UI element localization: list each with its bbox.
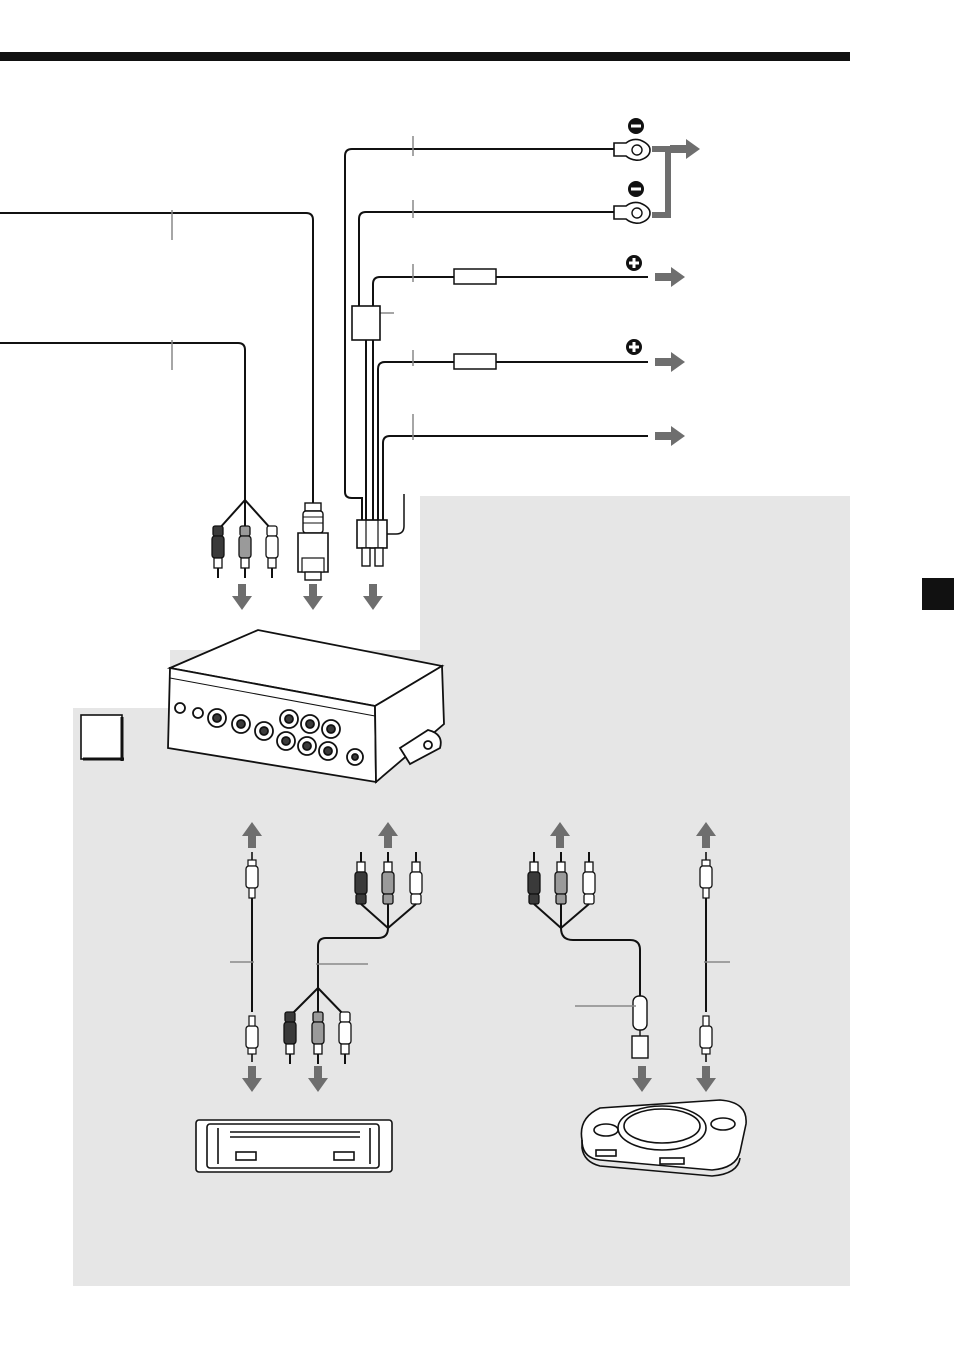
power-connector [356, 519, 388, 567]
fuse-icon [453, 353, 497, 370]
ground-bracket [652, 146, 671, 218]
game-console [580, 1099, 747, 1177]
arrow-icon [655, 352, 685, 372]
ring-terminal-icon [613, 201, 651, 224]
arrow-icon [303, 584, 323, 610]
ring-terminal-icon [613, 138, 651, 161]
input-cables [0, 212, 314, 531]
console-av-cable [533, 903, 641, 996]
arrow-icon [670, 139, 700, 159]
din-plug-icon [297, 502, 329, 581]
plus-symbol-icon [626, 255, 642, 271]
console-av-connector [631, 995, 649, 1059]
power-lead-1 [372, 276, 648, 306]
power-lead-2 [377, 361, 648, 520]
arrow-icon [363, 584, 383, 610]
callout-box [80, 714, 124, 761]
shaded-panel [73, 496, 850, 1286]
rca-plug-icon [211, 525, 225, 579]
section-tab-marker [922, 578, 954, 610]
header-rule [0, 52, 850, 61]
distribution-box [166, 629, 445, 784]
leader-ticks [380, 136, 414, 440]
fuse-icon [453, 268, 497, 285]
plus-symbol-icon [626, 339, 642, 355]
rca-plug-icon [238, 525, 252, 579]
arrow-icon [655, 426, 685, 446]
leader-lines [230, 961, 368, 965]
arrow-icon [232, 584, 252, 610]
rca-splitter-cable [289, 903, 417, 1017]
rca-plug-icon [265, 525, 279, 579]
ground-lead-2 [358, 211, 614, 306]
ground-lead-1 [344, 148, 614, 520]
minus-symbol-icon [628, 181, 644, 197]
minus-symbol-icon [628, 118, 644, 134]
arrow-icon [655, 267, 685, 287]
control-lead [382, 435, 648, 520]
power-lead-group [344, 148, 648, 535]
car-audio-unit [195, 1119, 393, 1173]
inline-junction-block [351, 305, 381, 341]
